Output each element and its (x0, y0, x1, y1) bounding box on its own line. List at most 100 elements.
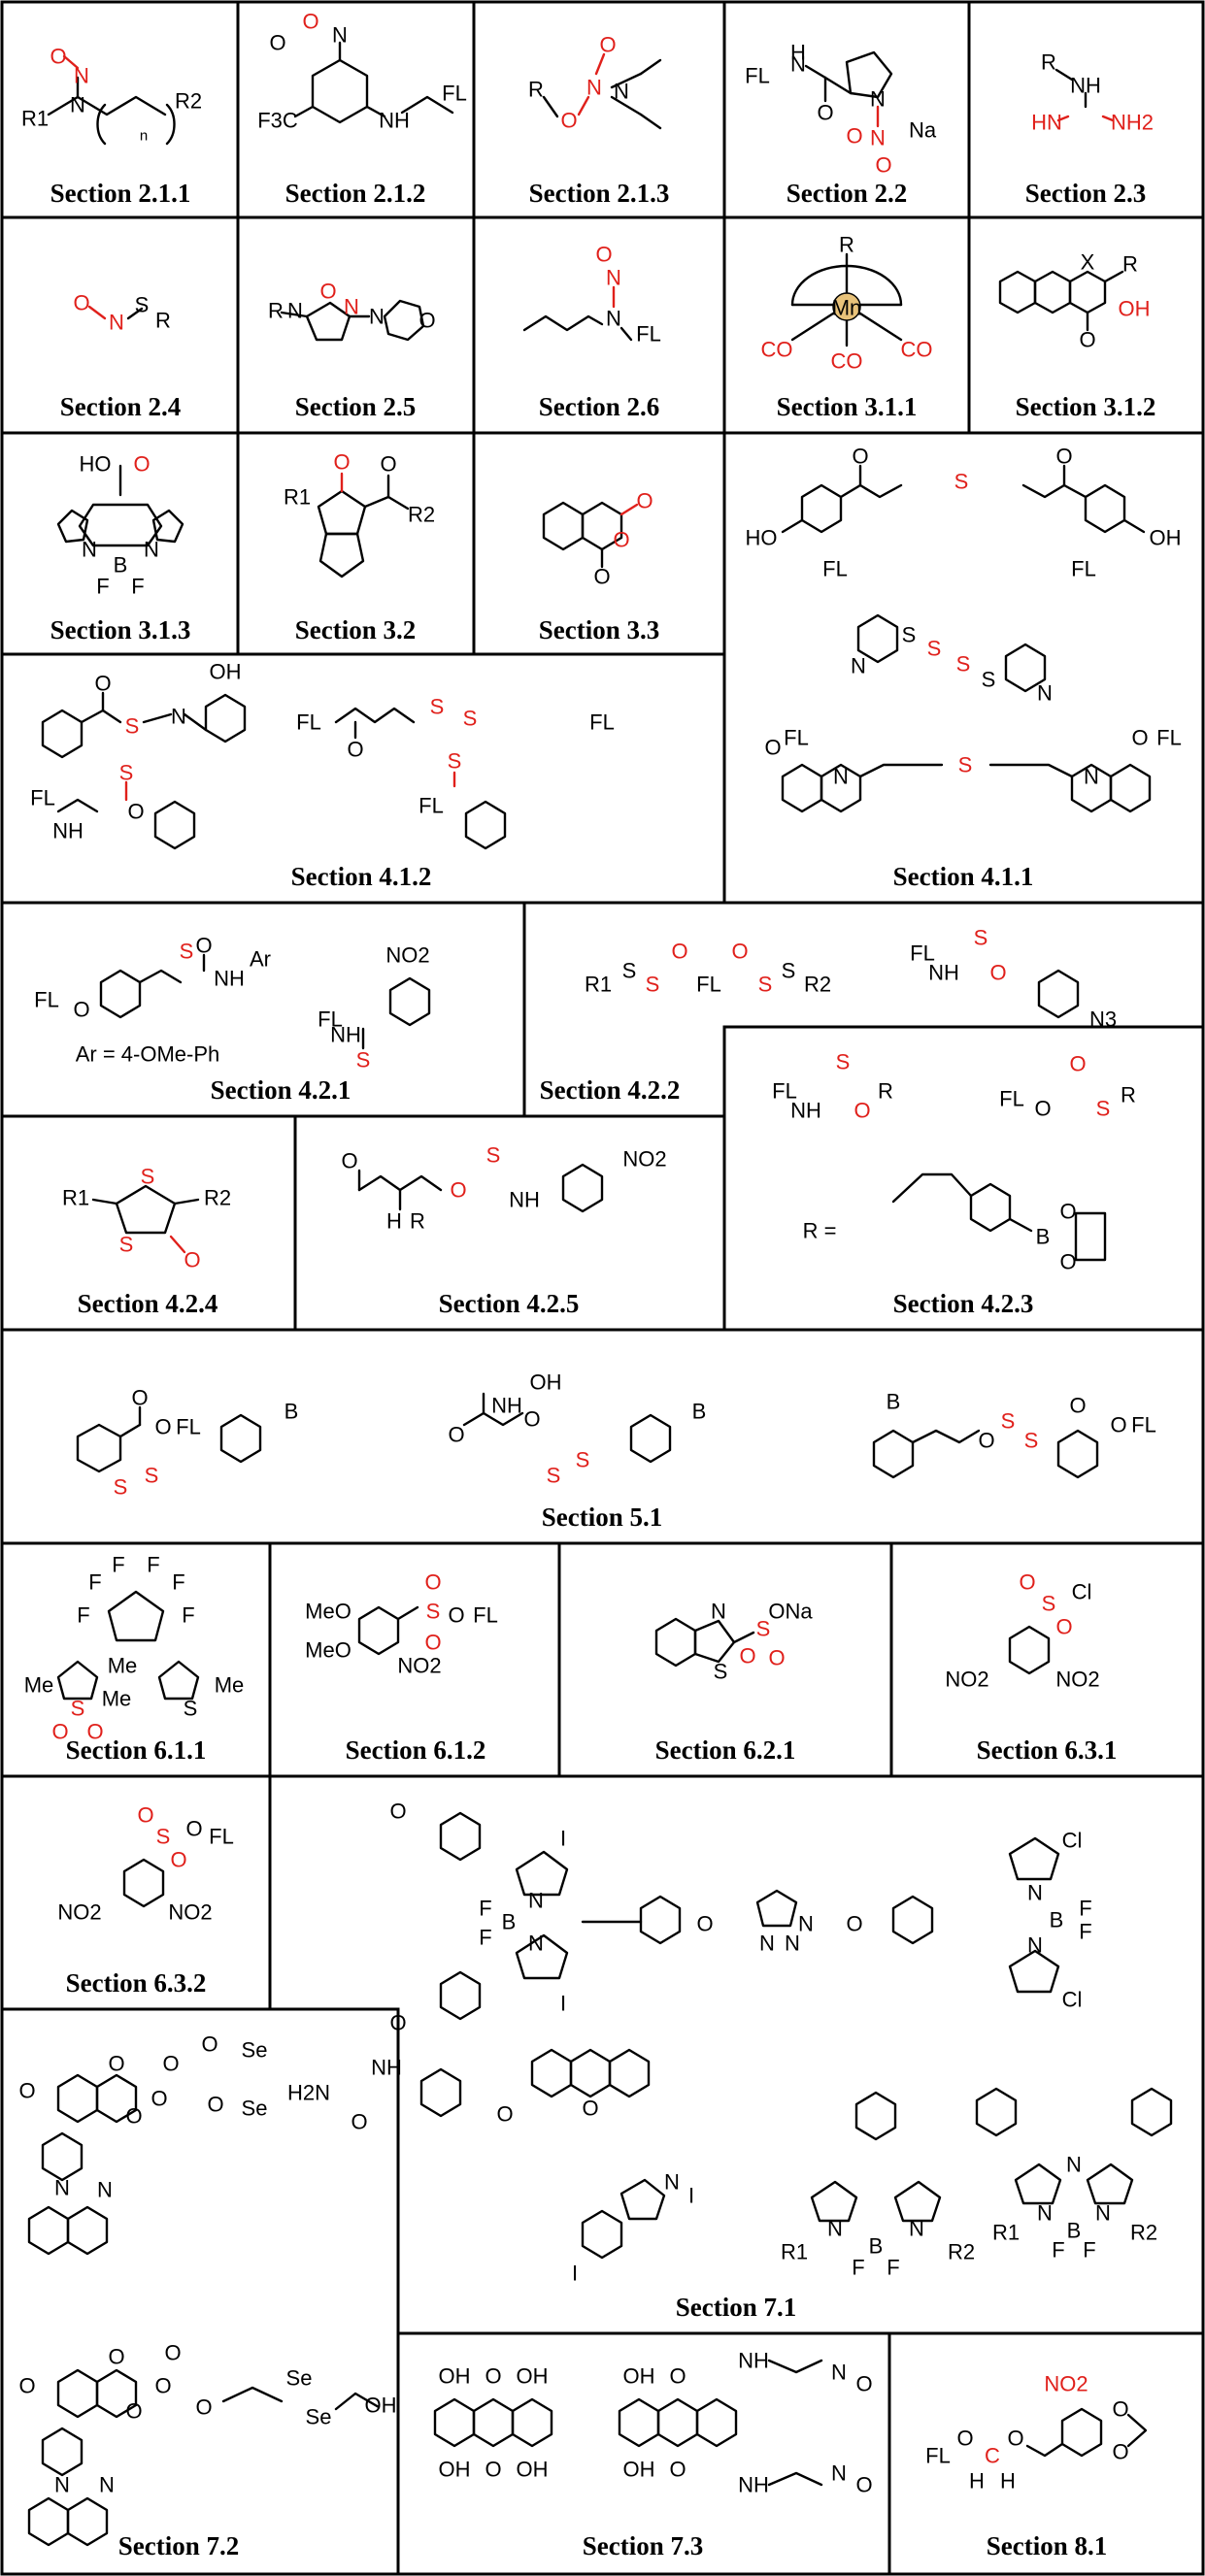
atom: N (54, 2473, 70, 2497)
atom: F (147, 1553, 159, 1577)
structure-s26: N N O FL (522, 243, 661, 347)
atom: S (119, 1233, 134, 1257)
cell-s425 (293, 1114, 726, 1332)
atom: O (185, 1817, 202, 1841)
atom: N (344, 295, 359, 319)
atom: OH (439, 2458, 471, 2482)
cell-s212 (236, 0, 476, 219)
cell-s213 (472, 0, 726, 219)
label-s211: Section 2.1.1 (50, 179, 191, 208)
atom: R (1041, 50, 1056, 75)
atom: O (1059, 1250, 1076, 1274)
atom: N (586, 76, 602, 100)
r-definition: R = (803, 1219, 837, 1243)
atom: OH (439, 2364, 471, 2389)
atom: O (855, 2473, 872, 2497)
atom: FL (1156, 726, 1182, 750)
atom: ONa (768, 1600, 813, 1624)
atom: O (1059, 1200, 1076, 1224)
atom: OH (210, 660, 242, 684)
atom: NO2 (622, 1147, 666, 1172)
atom: O (485, 2364, 501, 2389)
atom: O (18, 2374, 35, 2398)
atom: CO (831, 349, 863, 374)
atom: OH (517, 2364, 549, 2389)
atom: FL (1071, 557, 1096, 581)
structure-s632: S O O O FL NO2 NO2 (57, 1803, 233, 1925)
cell-s71 (268, 1774, 1205, 2335)
atom: FL (30, 786, 55, 810)
atom: N (1027, 1881, 1043, 1905)
atom: O (154, 2374, 171, 2398)
atom: S (954, 470, 969, 494)
atom: O (1079, 328, 1095, 352)
atom: S (956, 652, 971, 677)
atom: O (1055, 1615, 1072, 1639)
atom: R1 (284, 485, 311, 510)
structure-s81: FL O C H H O NO2 O O (925, 2372, 1148, 2493)
atom: N (82, 538, 97, 562)
atom: S (426, 1600, 441, 1624)
label-s23: Section 2.3 (1025, 179, 1147, 208)
atom: F (182, 1603, 194, 1628)
atom: N (827, 2217, 843, 2241)
atom: O (94, 672, 111, 696)
atom: MeO (305, 1600, 351, 1624)
atom: N (287, 299, 303, 323)
structure-s213: R O N O N (528, 33, 662, 133)
atom: F (96, 575, 109, 599)
atom: S (156, 1825, 171, 1849)
atom: O (73, 291, 89, 315)
atom: FL (418, 794, 444, 818)
atom: O (131, 1386, 148, 1410)
atom: S (1096, 1097, 1111, 1121)
atom: O (696, 1912, 713, 1936)
atom: O (852, 445, 868, 469)
structure-s211: O N N R1 R2 n (21, 45, 202, 146)
atom: S (119, 761, 134, 785)
structure-s72: O O O O O O O Se Se N N O O O O O O Se S… (18, 2032, 397, 2547)
structure-s612: MeO MeO NO2 S O O O FL (305, 1570, 498, 1678)
atom: R1 (62, 1186, 89, 1210)
atom: FL (910, 941, 935, 966)
label-s312: Section 3.1.2 (1016, 392, 1156, 421)
atom: R2 (204, 1186, 231, 1210)
atom: N (74, 64, 89, 88)
atom: O (184, 1248, 200, 1272)
atom: O (956, 2427, 973, 2451)
atom: N (528, 1932, 544, 1956)
atom: FL (34, 988, 59, 1012)
structure-s611: F F F F F F Me Me Me Me S O O S (24, 1553, 245, 1744)
atom: O (73, 998, 89, 1022)
atom: NH (491, 1394, 522, 1418)
atom: R (155, 309, 171, 333)
atom: I (688, 2184, 694, 2208)
atom: OH (623, 2364, 655, 2389)
label-s33: Section 3.3 (539, 615, 660, 644)
atom: O (595, 243, 612, 267)
atom: S (758, 973, 773, 997)
atom: R1 (585, 973, 612, 997)
atom: O (86, 1720, 103, 1744)
atom: O (875, 153, 891, 178)
cell-s72 (0, 2007, 400, 2576)
atom: I (560, 1827, 566, 1851)
atom: S (145, 1464, 159, 1488)
cell-s23 (967, 0, 1205, 219)
atom: OH (1150, 526, 1182, 550)
atom: N (798, 1912, 814, 1936)
atom: B (114, 553, 128, 578)
atom: O (768, 1646, 785, 1670)
atom: O (133, 452, 150, 477)
atom: N (614, 80, 629, 104)
atom: O (764, 736, 781, 760)
atom: S (71, 1697, 85, 1721)
atom: FL (176, 1415, 201, 1439)
atom: N (759, 1932, 775, 1956)
structure-s51: O O FL S S B O NH OH O S S B B O S S O O… (76, 1371, 1156, 1500)
structure-s25: R N O N N O (268, 280, 436, 342)
cell-s612 (268, 1541, 561, 1778)
atom: N (1037, 2201, 1053, 2226)
